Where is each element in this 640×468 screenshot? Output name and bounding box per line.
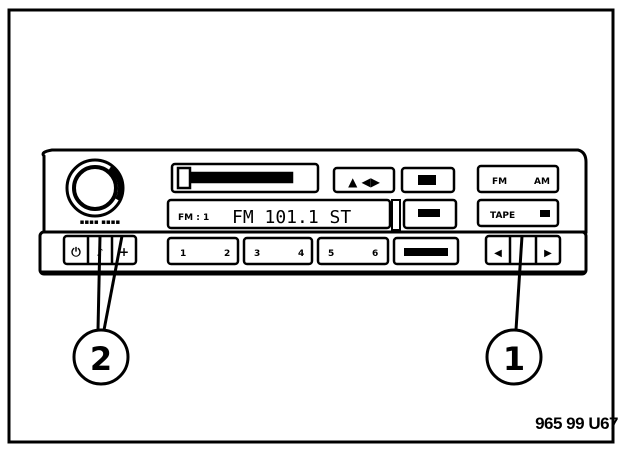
callout-1-label: 1 — [503, 340, 525, 378]
callout-2-label: 2 — [90, 340, 112, 378]
callout-2-circle — [72, 328, 130, 386]
tape-icon — [540, 210, 550, 217]
dolby-icon — [418, 175, 436, 185]
outer-frame — [7, 8, 615, 444]
right-arrow-icon: ▶ — [544, 248, 552, 259]
right-arrow-group[interactable] — [484, 234, 562, 266]
plus-icon: + — [119, 245, 129, 259]
tape-label: TAPE — [490, 211, 515, 221]
power-icon: ⏻ — [71, 245, 81, 259]
preset-3-label: 3 — [254, 249, 260, 259]
preset-4-label: 4 — [298, 249, 304, 259]
eject-icon: ▲ ◀▶ — [348, 175, 381, 189]
left-arrow-icon: ◀ — [494, 248, 502, 259]
preset-6-label: 6 — [372, 249, 378, 259]
fm-label: FM — [492, 177, 507, 187]
eject-button[interactable] — [332, 166, 396, 194]
preset-extra-icon — [404, 248, 448, 256]
am-label: AM — [534, 177, 550, 187]
knob-caption: ▪▪▪▪ ▪▪▪▪ — [80, 218, 121, 226]
fm-am-button[interactable] — [476, 164, 560, 194]
display-text: FM 101.1 ST — [232, 207, 351, 228]
volume-knob — [65, 158, 125, 218]
preset-buttons[interactable] — [166, 236, 460, 266]
preset-5-label: 5 — [328, 249, 334, 259]
radio-unit — [38, 148, 588, 276]
callout-lines — [96, 235, 524, 331]
callout-1-circle — [485, 328, 543, 386]
scan-button[interactable] — [402, 198, 458, 230]
display-panel — [166, 198, 392, 230]
display-bracket — [391, 199, 401, 231]
scan-icon — [418, 209, 440, 217]
preset-1-label: 1 — [180, 249, 186, 259]
display-prefix: FM : 1 — [178, 213, 209, 223]
dolby-button[interactable] — [400, 166, 456, 194]
reference-code: 965 99 U67 — [535, 414, 618, 433]
cassette-slot — [170, 162, 320, 194]
preset-2-label: 2 — [224, 249, 230, 259]
tape-button[interactable] — [476, 198, 560, 228]
